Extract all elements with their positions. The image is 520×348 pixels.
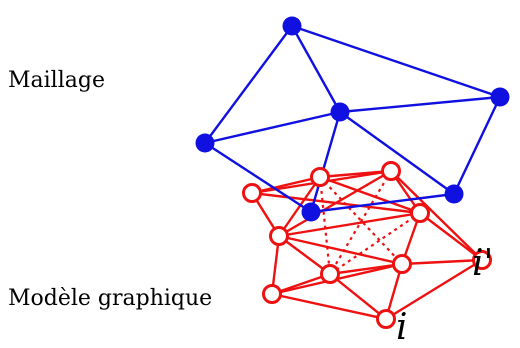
mesh-nodes [195,16,510,222]
mesh-edge [310,192,455,214]
graph-node [269,226,289,246]
graph-edge [251,191,421,215]
graph-node [381,161,401,181]
mesh-node [282,16,302,36]
node-i-label: i [396,307,408,348]
mesh-edge [309,111,342,213]
mesh-edge [291,24,501,99]
node-i-prime-label: i' [472,243,494,284]
graph-node [320,264,340,284]
graphical-model-nodes [242,161,492,329]
graph-edge [419,212,483,261]
graph-edge [278,211,421,238]
graph-edge [385,258,483,321]
graph-dotted-edge [319,176,403,265]
graph-edge [401,258,483,266]
graph-edge [278,234,403,266]
mesh-edge [452,96,502,195]
mesh-edge [339,95,501,114]
graph-edge [278,176,321,237]
mesh-edge [290,25,342,113]
mesh-node [195,133,215,153]
mesh-edge [204,110,341,145]
graph-dotted-edge [329,170,392,275]
graph-node [310,167,330,187]
mesh-node [330,102,350,122]
mesh-label: Maillage [8,68,105,93]
mesh-edge [339,111,455,195]
graphical-model-dotted-edges [318,170,421,275]
graph-edge [278,235,331,275]
graph-node [376,309,396,329]
mesh-edges [204,24,502,214]
mesh-edge [204,141,312,214]
graph-node [410,203,430,223]
mesh-node [301,202,321,222]
graph-edge [390,170,483,261]
graph-dotted-edge [318,176,332,275]
graph-edge [319,175,421,215]
graph-node [242,183,262,203]
graph-node [262,284,282,304]
mesh-edge [204,25,293,144]
graph-node [472,250,492,270]
graph-node [392,254,412,274]
graph-edge [271,292,387,321]
graph-edge [329,273,387,320]
graphical-model-label: Modèle graphique [8,286,213,311]
mesh-node [490,87,510,107]
mesh-node [444,184,464,204]
